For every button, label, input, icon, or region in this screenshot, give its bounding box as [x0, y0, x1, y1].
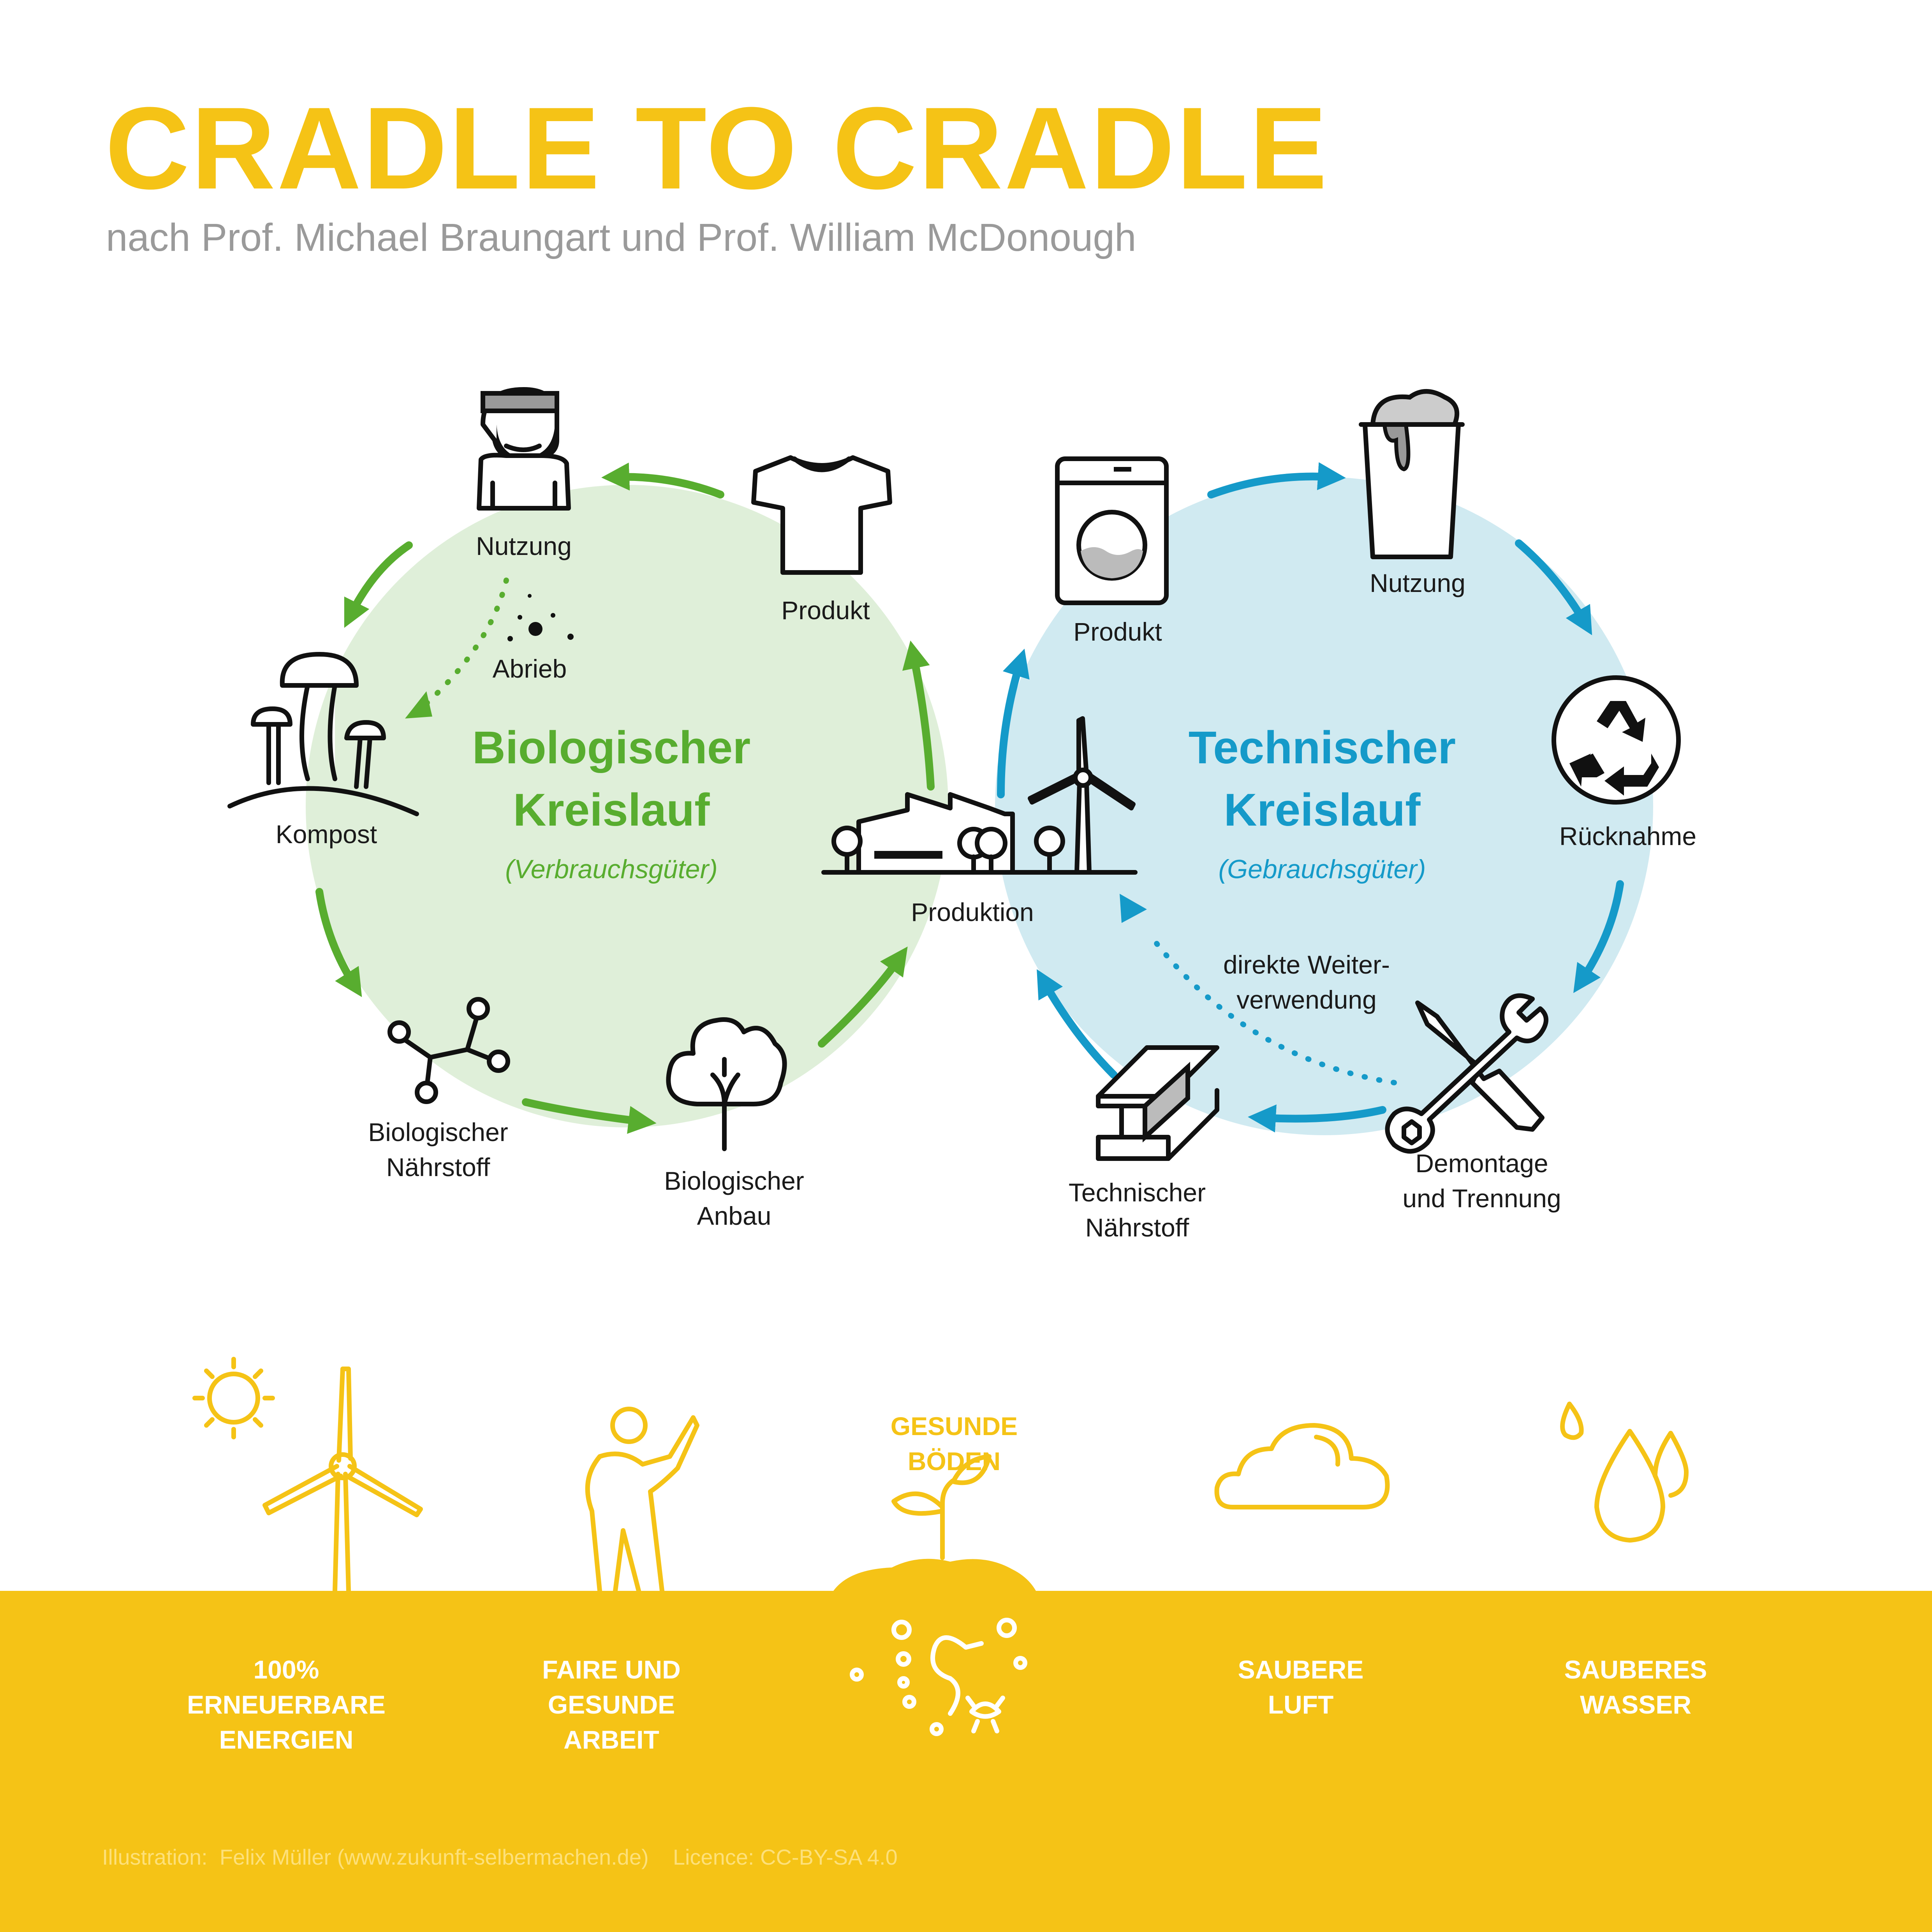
footer-air-1: SAUBERE: [1238, 1655, 1364, 1684]
page-subtitle: nach Prof. Michael Braungart und Prof. W…: [106, 216, 1136, 259]
illustration-credit: Illustration: Felix Müller (www.zukunft-…: [102, 1845, 898, 1869]
footer-energy-2: ERNEUERBARE: [187, 1690, 386, 1719]
sun-icon: [192, 1357, 275, 1439]
tech-cycle-subtitle: (Gebrauchsgüter): [1219, 854, 1426, 884]
soil-life-icon: [850, 1618, 1027, 1736]
footer-air-2: LUFT: [1268, 1690, 1334, 1719]
steel-beam-icon: [1096, 1045, 1219, 1161]
tech-cycle-title-2: Kreislauf: [1224, 784, 1421, 836]
footer-work-1: FAIRE UND: [542, 1655, 681, 1684]
mushroom-icon: [227, 652, 419, 816]
bio-anbau-label-1: Biologischer: [664, 1166, 804, 1195]
bio-cycle-circle: [306, 485, 948, 1127]
bio-cycle-arrows: [315, 462, 935, 1134]
footer-energy-1: 100%: [254, 1655, 319, 1684]
soil-mound: [833, 1559, 1036, 1591]
worker-icon: [585, 1407, 699, 1593]
cotton-plant-icon: [666, 1017, 787, 1151]
abrieb-arrowhead: [405, 691, 432, 719]
abrieb-dotted-arrow: [418, 578, 509, 712]
footer-soil-1: GESUNDE: [891, 1412, 1018, 1441]
weiterverwendung-arrowhead: [1120, 894, 1147, 923]
bio-produkt-label: Produkt: [781, 596, 870, 625]
footer-soil-2: BÖDEN: [908, 1447, 1000, 1476]
bio-cycle-subtitle: (Verbrauchsgüter): [505, 854, 718, 884]
footer-energy-3: ENERGIEN: [219, 1725, 354, 1754]
water-drops-icon: [1560, 1402, 1689, 1543]
cloud-icon: [1214, 1423, 1390, 1509]
tech-cycle-circle: [995, 477, 1653, 1135]
weiterverwendung-label-1: direkte Weiter-: [1223, 950, 1390, 979]
abrieb-label: Abrieb: [493, 654, 567, 683]
bio-cycle-title-1: Biologischer: [472, 722, 751, 773]
ruecknahme-label: Rücknahme: [1559, 822, 1696, 851]
tech-naehrstoff-label-2: Nährstoff: [1085, 1213, 1189, 1242]
factory-icon: [821, 792, 1138, 875]
page-title: CRADLE TO CRADLE: [105, 83, 1329, 213]
tech-cycle-title-1: Technischer: [1189, 722, 1456, 773]
footer-work-3: ARBEIT: [564, 1725, 659, 1754]
kompost-label: Kompost: [276, 820, 377, 849]
bio-naehrstoff-label-1: Biologischer: [368, 1118, 508, 1147]
bio-naehrstoff-label-2: Nährstoff: [386, 1153, 490, 1182]
produktion-label: Produktion: [911, 898, 1034, 926]
tech-cycle-arrows: [997, 462, 1624, 1132]
demontage-label-2: und Trennung: [1402, 1184, 1561, 1213]
recycle-icon: [1552, 675, 1681, 805]
demontage-label-1: Demontage: [1415, 1149, 1548, 1178]
abrieb-particles-icon: [507, 594, 574, 641]
weiterverwendung-label-2: verwendung: [1236, 985, 1377, 1014]
seedling-icon: [891, 1454, 992, 1560]
bucket-icon: [1359, 389, 1465, 559]
tech-nutzung-label: Nutzung: [1370, 569, 1465, 597]
footer-water-1: SAUBERES: [1564, 1655, 1707, 1684]
tech-produkt-label: Produkt: [1073, 617, 1162, 646]
weiterverwendung-dotted-arrow: [1150, 936, 1397, 1085]
bio-cycle-title-2: Kreislauf: [513, 784, 710, 836]
bio-anbau-label-2: Anbau: [697, 1201, 771, 1230]
bio-nutzung-label: Nutzung: [476, 532, 572, 560]
footer-water-2: WASSER: [1580, 1690, 1691, 1719]
molecule-icon: [387, 997, 510, 1104]
wind-energy-icon: [262, 1367, 423, 1593]
tshirt-icon: [751, 455, 892, 575]
wrench-screwdriver-icon: [1385, 993, 1548, 1154]
wind-turbine-icon: [1028, 716, 1136, 875]
person-icon: [477, 387, 571, 511]
footer-band: [0, 1591, 1932, 1932]
footer-work-2: GESUNDE: [548, 1690, 675, 1719]
tech-naehrstoff-label-1: Technischer: [1069, 1178, 1206, 1207]
washing-machine-icon: [1055, 456, 1169, 605]
